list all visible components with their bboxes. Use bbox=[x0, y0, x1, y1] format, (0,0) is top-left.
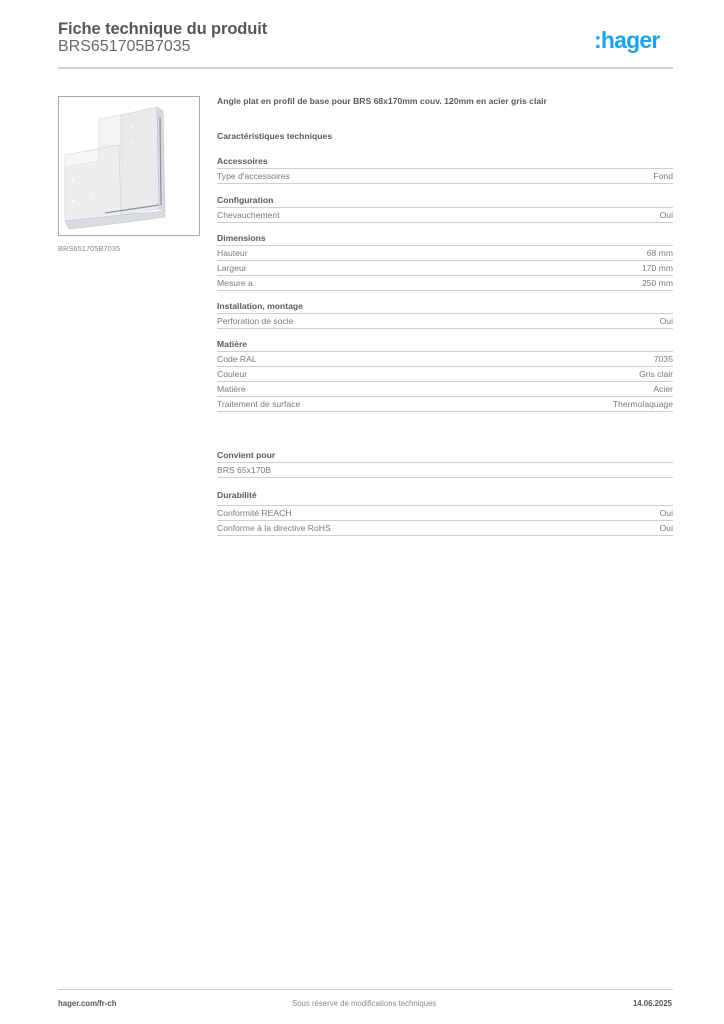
header-divider bbox=[58, 67, 673, 69]
spec-row: Matière Acier bbox=[217, 382, 673, 397]
section-title: Installation, montage bbox=[217, 300, 673, 314]
spec-label: Type d'accessoires bbox=[217, 171, 290, 181]
product-code: BRS651705B7035 bbox=[58, 38, 191, 55]
spec-row: Conformité REACH Oui bbox=[217, 506, 673, 521]
spec-label: Conformité REACH bbox=[217, 508, 292, 518]
spec-value: Oui bbox=[659, 210, 673, 220]
spec-value: Oui bbox=[659, 508, 673, 518]
spec-value: Acier bbox=[653, 384, 673, 394]
spec-row: Mesure a 250 mm bbox=[217, 276, 673, 291]
spec-label: Traitement de surface bbox=[217, 399, 301, 409]
spec-heading: Caractéristiques techniques bbox=[217, 131, 333, 141]
spec-value: 7035 bbox=[653, 354, 673, 364]
footer-date: 14.06.2025 bbox=[632, 999, 672, 1008]
section-installation: Installation, montage Perforation de soc… bbox=[217, 300, 673, 329]
section-title: Durabilité bbox=[217, 489, 673, 506]
section-title: Dimensions bbox=[217, 232, 673, 246]
spec-row: Hauteur 68 mm bbox=[217, 246, 673, 261]
spec-row: Couleur Gris clair bbox=[217, 367, 673, 382]
spec-value: Thermolaquage bbox=[612, 399, 673, 409]
spec-label: Perforation de socle bbox=[217, 316, 294, 326]
section-dimensions: Dimensions Hauteur 68 mm Largeur 170 mm … bbox=[217, 232, 673, 291]
product-caption: BRS651705B7035 bbox=[58, 244, 121, 253]
spec-label: Chevauchement bbox=[217, 210, 280, 220]
spec-value: 170 mm bbox=[641, 263, 673, 273]
spec-label: Conforme à la directive RoHS bbox=[217, 523, 331, 533]
spec-value: 68 mm bbox=[646, 248, 673, 258]
spec-row: Perforation de socle Oui bbox=[217, 314, 673, 329]
spec-row: Type d'accessoires Fond bbox=[217, 169, 673, 184]
product-description: Angle plat en profil de base pour BRS 68… bbox=[217, 96, 547, 106]
spec-label: Hauteur bbox=[217, 248, 248, 258]
footer-disclaimer: Sous réserve de modifications techniques bbox=[292, 999, 437, 1008]
spec-row: Conforme à la directive RoHS Oui bbox=[217, 521, 673, 536]
footer-divider bbox=[58, 989, 673, 990]
spec-value: Oui bbox=[659, 316, 673, 326]
spec-label: Largeur bbox=[217, 263, 247, 273]
spec-row: Code RAL 7035 bbox=[217, 352, 673, 367]
section-durabilite: Durabilité Conformité REACH Oui Conforme… bbox=[217, 489, 673, 536]
section-accessoires: Accessoires Type d'accessoires Fond bbox=[217, 155, 673, 184]
section-title: Configuration bbox=[217, 194, 673, 208]
footer-website-link[interactable]: hager.com/fr-ch bbox=[58, 999, 117, 1008]
hager-logo: :hager bbox=[594, 27, 660, 53]
section-matiere: Matière Code RAL 7035 Couleur Gris clair… bbox=[217, 338, 673, 412]
spec-label: Code RAL bbox=[217, 354, 257, 364]
page-title: Fiche technique du produit bbox=[58, 20, 268, 38]
spec-value: 250 mm bbox=[641, 278, 673, 288]
spec-row: Chevauchement Oui bbox=[217, 208, 673, 223]
spec-label: Mesure a bbox=[217, 278, 253, 288]
section-title: Accessoires bbox=[217, 155, 673, 169]
section-title: Convient pour bbox=[217, 449, 673, 463]
spec-row: BRS 65x170B bbox=[217, 463, 673, 478]
spec-value: Gris clair bbox=[639, 369, 673, 379]
spec-label: Matière bbox=[217, 384, 246, 394]
angle-product-icon bbox=[64, 106, 166, 230]
spec-row: Largeur 170 mm bbox=[217, 261, 673, 276]
section-configuration: Configuration Chevauchement Oui bbox=[217, 194, 673, 223]
product-image bbox=[58, 96, 200, 236]
section-title: Matière bbox=[217, 338, 673, 352]
spec-row: Traitement de surface Thermolaquage bbox=[217, 397, 673, 412]
spec-value: Oui bbox=[659, 523, 673, 533]
spec-label: BRS 65x170B bbox=[217, 465, 271, 475]
section-convient-pour: Convient pour BRS 65x170B bbox=[217, 449, 673, 478]
spec-value: Fond bbox=[653, 171, 673, 181]
spec-label: Couleur bbox=[217, 369, 248, 379]
